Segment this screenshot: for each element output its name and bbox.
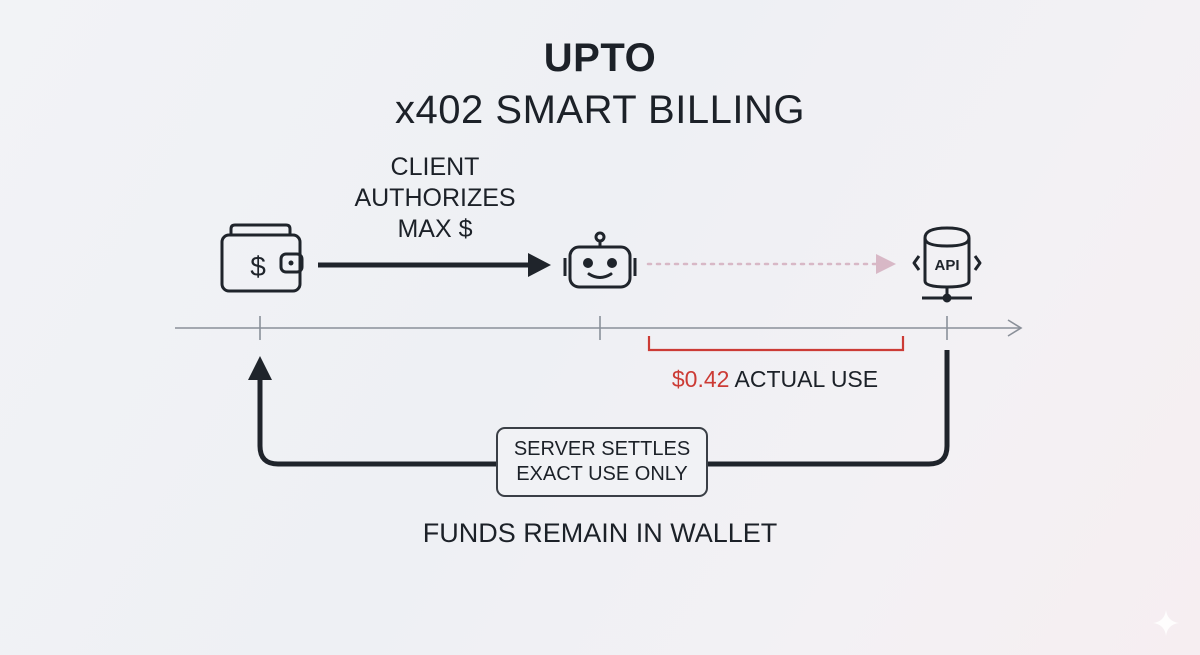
funds-remain-label: FUNDS REMAIN IN WALLET: [422, 518, 778, 548]
wallet-dollar-sign: $: [250, 251, 266, 282]
authorize-label: CLIENT AUTHORIZES MAX $: [354, 153, 516, 243]
sparkle-icon: [1153, 610, 1179, 636]
authorize-arrow: [318, 253, 551, 277]
robot-icon: [563, 231, 637, 289]
wallet-icon: [220, 223, 304, 293]
api-server-icon: [912, 226, 982, 303]
settlement-return-arrow: [257, 350, 950, 467]
timeline-axis: [175, 316, 1023, 340]
settlement-arrowhead: [248, 356, 272, 380]
actual-use-label: $0.42 ACTUAL USE: [600, 366, 950, 393]
actual-use-bracket: [647, 336, 905, 352]
diagram-subtitle: x402 SMART BILLING: [395, 88, 805, 132]
actual-use-text: ACTUAL USE: [729, 366, 879, 392]
actual-use-amount: $0.42: [671, 366, 730, 392]
server-settles-box: SERVER SETTLES EXACT USE ONLY: [496, 427, 708, 497]
api-label: API: [934, 257, 959, 274]
usage-dotted-arrow: [646, 254, 896, 274]
diagram-title: UPTO: [543, 36, 657, 80]
